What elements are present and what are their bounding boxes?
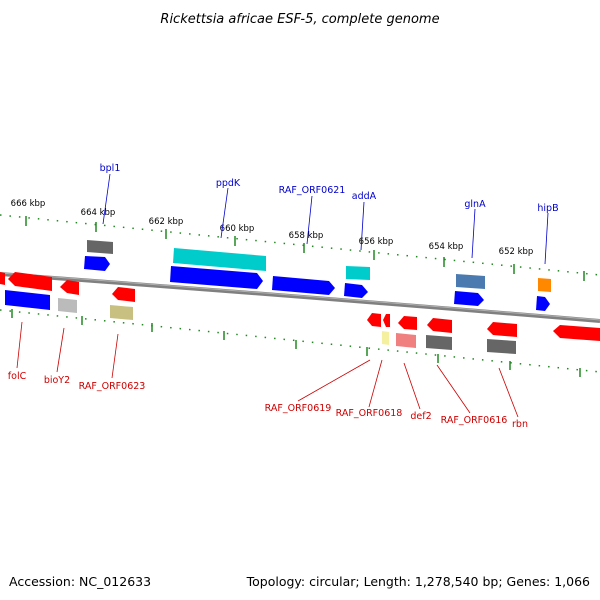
accession-text: Accession: NC_012633: [9, 574, 151, 589]
gene-glnA[interactable]: [454, 291, 484, 306]
scale-label: 658 kbp: [289, 231, 324, 241]
gene-folC-blue[interactable]: [5, 290, 50, 310]
gene-folC[interactable]: [8, 272, 52, 291]
gene-label-RAF-ORF0618[interactable]: RAF_ORF0618: [336, 408, 403, 419]
gene-label-bioY2[interactable]: bioY2: [44, 375, 70, 386]
gene-label-RAF-ORF0619[interactable]: RAF_ORF0619: [265, 403, 332, 414]
gene-bioY2-red[interactable]: [60, 280, 79, 295]
gene-def2[interactable]: [396, 333, 416, 348]
gene-label-RAF-ORF0621[interactable]: RAF_ORF0621: [279, 185, 346, 196]
gene-bpl1-gray[interactable]: [87, 240, 113, 254]
gene-label-glnA[interactable]: glnA: [464, 199, 486, 210]
gene-bioY2[interactable]: [58, 298, 77, 313]
gene-ppdK-cyan[interactable]: [173, 248, 266, 271]
scale-label: 664 kbp: [81, 208, 116, 218]
map-title: Rickettsia africae ESF-5, complete genom…: [160, 12, 439, 27]
reverse-strand-features: [0, 272, 600, 354]
scale-label: 660 kbp: [220, 224, 255, 234]
leader-lines-bottom: [16, 321, 519, 418]
genome-summary-text: Topology: circular; Length: 1,278,540 bp…: [246, 574, 590, 589]
gene-label-bpl1[interactable]: bpl1: [100, 163, 121, 174]
gene-edge-red[interactable]: [553, 325, 600, 341]
forward-strand-features: [84, 240, 551, 311]
gene-label-def2[interactable]: def2: [410, 411, 431, 422]
scale-labels: 666 kbp 664 kbp 662 kbp 660 kbp 658 kbp …: [11, 199, 534, 257]
gene-RAF-ORF0616[interactable]: [426, 335, 452, 350]
gene-RAF-ORF0619-red[interactable]: [367, 313, 381, 327]
gene-label-ppdK[interactable]: ppdK: [216, 178, 241, 189]
gene-rbn[interactable]: [487, 339, 516, 354]
gene-RAF-ORF0616-red[interactable]: [427, 318, 452, 333]
inner-scale-ticks: [0, 309, 600, 377]
gene-addA-cyan[interactable]: [346, 266, 370, 280]
gene-hipB[interactable]: [536, 296, 550, 311]
gene-RAF-ORF0618[interactable]: [382, 331, 389, 345]
gene-label-rbn[interactable]: rbn: [512, 419, 528, 430]
gene-rbn-red[interactable]: [487, 322, 517, 337]
gene-RAF-ORF0618-red[interactable]: [383, 314, 390, 327]
gene-label-folC[interactable]: folC: [8, 371, 27, 382]
gene-RAF-ORF0623-red[interactable]: [112, 287, 135, 302]
gene-labels-top: bpl1 ppdK RAF_ORF0621 addA glnA hipB: [100, 163, 559, 214]
scale-label: 666 kbp: [11, 199, 46, 209]
gene-addA[interactable]: [344, 283, 368, 298]
scale-label: 656 kbp: [359, 237, 394, 247]
gene-ppdK[interactable]: [170, 266, 263, 289]
gene-RAF-ORF0621[interactable]: [272, 276, 335, 295]
scale-label: 652 kbp: [499, 247, 534, 257]
gene-def2-red[interactable]: [398, 316, 417, 330]
genome-backbone-highlight: [0, 272, 600, 321]
gene-glnA-steel[interactable]: [456, 274, 485, 289]
gene-RAF-ORF0623[interactable]: [110, 305, 133, 320]
gene-label-RAF-ORF0623[interactable]: RAF_ORF0623: [79, 381, 146, 392]
leader-lines-top: [102, 173, 549, 265]
gene-bpl1[interactable]: [84, 256, 110, 271]
genome-backbone: [0, 272, 600, 323]
scale-label: 662 kbp: [149, 217, 184, 227]
gene-hipB-orange[interactable]: [538, 278, 551, 292]
gene-label-addA[interactable]: addA: [352, 191, 377, 202]
gene-labels-bottom: folC bioY2 RAF_ORF0623 RAF_ORF0619 RAF_O…: [8, 371, 528, 430]
scale-label: 654 kbp: [429, 242, 464, 252]
gene-folC-fragment[interactable]: [0, 272, 5, 285]
gene-label-RAF-ORF0616[interactable]: RAF_ORF0616: [441, 415, 508, 426]
gene-label-hipB[interactable]: hipB: [537, 203, 558, 214]
outer-scale-ticks: [0, 214, 600, 281]
